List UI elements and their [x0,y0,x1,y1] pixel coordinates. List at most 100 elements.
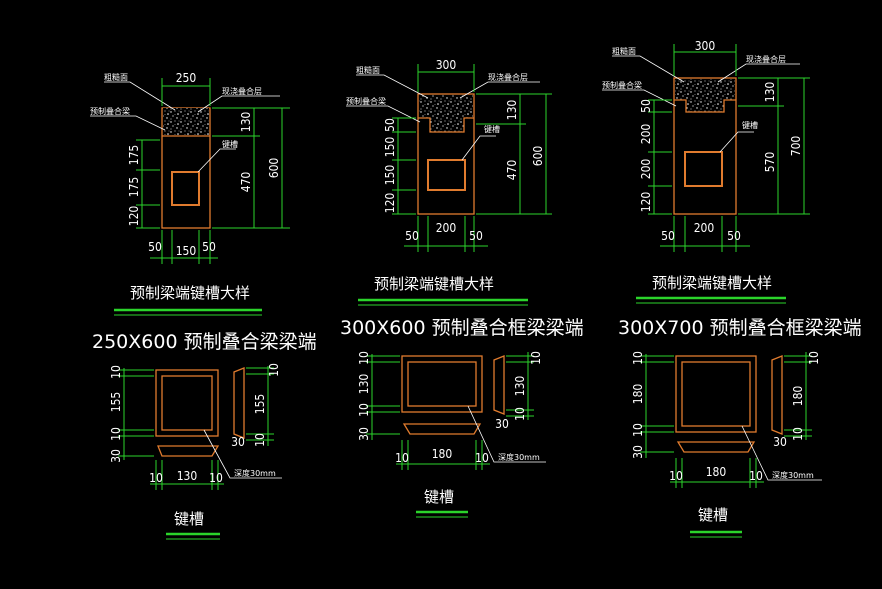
keyway-square [171,171,200,206]
k-right-top: 10 [529,351,543,365]
dim-h-total: 700 [789,136,803,157]
depth-note: 深度30mm [498,452,540,462]
detail-title: 预制梁端键槽大样 [652,274,772,292]
k-right-mid: 155 [253,394,267,415]
k-right-mid: 130 [513,376,527,397]
k-left-b2: 30 [109,449,123,463]
dim-left-1: 200 [639,124,653,145]
beam-outline [673,77,737,215]
dim-bottom-l: 50 [148,240,162,254]
k-bottom-c: 180 [432,447,453,461]
k-right-b2: 30 [495,417,509,431]
topping-layer [675,79,735,112]
label-topping: 现浇叠合层 [222,86,262,96]
dim-bottom-l: 50 [661,229,675,243]
dim-width-top: 250 [176,71,197,85]
k-right-b1: 10 [513,407,527,421]
detail-title: 预制梁端键槽大样 [130,284,250,302]
label-top-surface: 粗糙面 [612,46,636,56]
dim-left-2: 200 [639,159,653,180]
keyway-title: 键槽 [174,510,204,528]
dim-left-1: 175 [127,145,141,166]
dim-bottom-c: 200 [694,221,715,235]
k-left-b1: 10 [357,403,371,417]
keyway-square [427,159,466,191]
dim-left-2: 150 [383,165,397,186]
k-left-mid: 155 [109,392,123,413]
k-bottom-l: 10 [149,471,163,485]
dim-h-total: 600 [267,158,281,179]
beam-outline [417,93,475,215]
label-beam: 预制叠合梁 [90,106,130,116]
panel-1-beam-detail: 粗糙面 现浇叠合层 预制叠合梁 键槽 250 130 470 600 175 1… [90,71,317,540]
k-left-top: 10 [357,351,371,365]
dim-bottom-r: 50 [469,229,483,243]
keyway-title: 键槽 [698,506,728,524]
dim-left-0: 50 [639,99,653,113]
k-bottom-r: 10 [209,471,223,485]
dim-h-total: 600 [531,146,545,167]
k-right-b2: 30 [773,435,787,449]
section-title: 300X700 预制叠合框梁梁端 [618,317,862,339]
keyway-side [493,355,505,415]
section-title: 300X600 预制叠合框梁梁端 [340,317,584,339]
k-right-top: 10 [807,351,821,365]
dim-bottom-r: 50 [202,240,216,254]
dim-width-top: 300 [695,39,716,53]
k-bottom-c: 180 [706,465,727,479]
keyway-front [401,355,483,413]
dim-h-lower: 570 [763,152,777,173]
k-left-b2: 30 [357,427,371,441]
keyway-front [675,355,757,433]
keyway-side [771,355,783,435]
label-beam: 预制叠合梁 [346,96,386,106]
dim-left-3: 120 [383,193,397,214]
k-right-mid: 180 [791,386,805,407]
k-right-b2: 30 [231,435,245,449]
dim-h-topping: 130 [505,100,519,121]
k-bottom-r: 10 [749,469,763,483]
label-keyway: 键槽 [484,124,500,134]
label-beam: 预制叠合梁 [602,80,642,90]
detail-title: 预制梁端键槽大样 [374,275,494,293]
k-left-mid: 180 [631,384,645,405]
depth-note: 深度30mm [772,470,814,480]
dim-bottom-l: 50 [405,229,419,243]
depth-note: 深度30mm [234,468,276,478]
k-bottom-l: 10 [669,469,683,483]
k-left-mid: 130 [357,374,371,395]
dim-left-3: 120 [639,192,653,213]
dim-left-1: 150 [383,137,397,158]
k-right-top: 10 [267,363,281,377]
keyway-square [684,151,723,187]
label-keyway: 键槽 [222,139,238,149]
k-right-b1: 10 [253,433,267,447]
k-right-b1: 10 [791,427,805,441]
dim-h-lower: 470 [505,160,519,181]
label-top-surface: 粗糙面 [356,65,380,75]
keyway-side [233,367,245,439]
label-topping: 现浇叠合层 [746,54,786,64]
dim-h-topping: 130 [239,112,253,133]
dim-bottom-c: 200 [436,221,457,235]
dim-left-3: 120 [127,206,141,227]
k-bottom-r: 10 [475,451,489,465]
label-keyway: 键槽 [742,120,758,130]
keyway-title: 键槽 [424,488,454,506]
k-left-top: 10 [109,365,123,379]
topping-layer [419,95,473,132]
k-bottom-l: 10 [395,451,409,465]
panel-2-beam-detail: 粗糙面 现浇叠合层 预制叠合梁 键槽 300 130 470 600 50 15… [340,58,584,518]
dim-width-top: 300 [436,58,457,72]
keyway-front [155,369,219,437]
k-left-b1: 10 [109,427,123,441]
k-left-b1: 10 [631,423,645,437]
dim-bottom-c: 150 [176,244,197,258]
k-left-b2: 30 [631,445,645,459]
label-top-surface: 粗糙面 [104,72,128,82]
panel-3-beam-detail: 粗糙面 现浇叠合层 预制叠合梁 键槽 300 130 570 700 50 20… [602,39,862,538]
k-bottom-c: 130 [177,469,198,483]
dim-bottom-r: 50 [727,229,741,243]
topping-layer [163,108,209,136]
